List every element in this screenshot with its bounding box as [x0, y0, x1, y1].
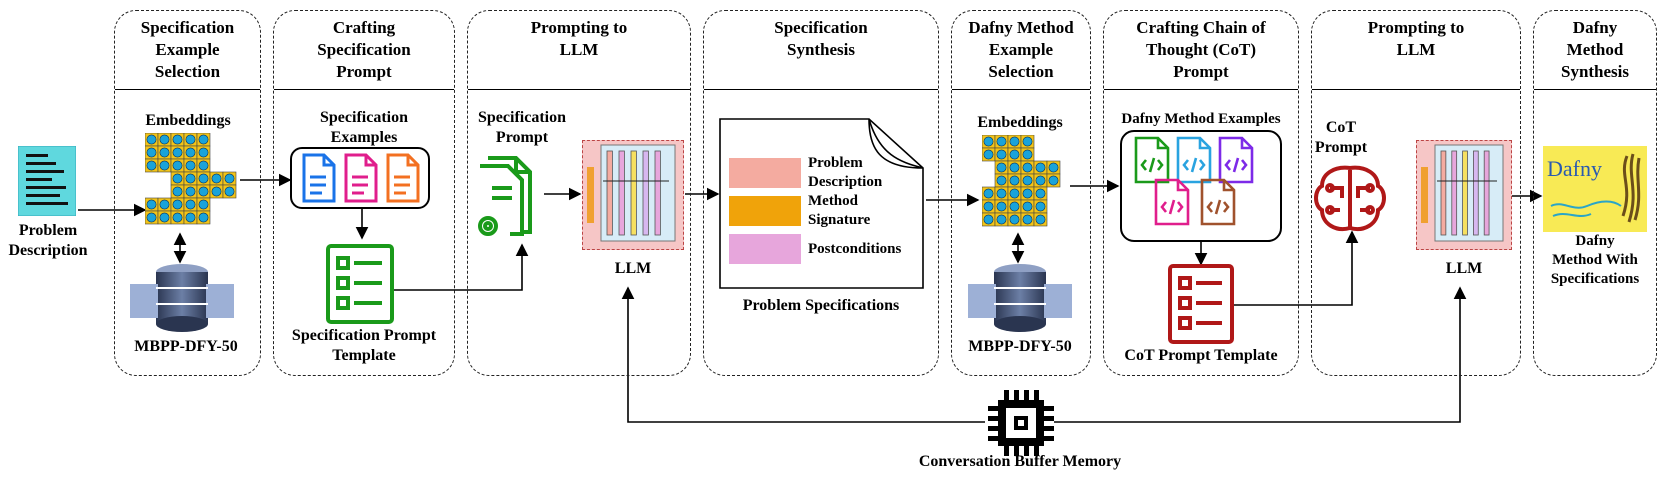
brain-circuit-icon [1312, 164, 1388, 239]
embeddings-label-2: Embeddings [977, 114, 1063, 131]
checklist-template-icon [326, 244, 394, 329]
dafny-logo-text: Dafny [1547, 156, 1602, 181]
database-icon [130, 262, 234, 337]
spec-examples-box [290, 147, 430, 209]
llm-label-2: LLM [1445, 260, 1483, 277]
spec-item-problem-swatch [729, 158, 801, 188]
dafny-examples-box [1120, 130, 1282, 242]
cot-template-icon [1168, 264, 1234, 349]
memory-chip-icon [988, 390, 1054, 461]
db-label: MBPP-DFY-50 [134, 338, 238, 355]
spec-item-signature-swatch [729, 196, 801, 226]
memory-label: Conversation Buffer Memory [918, 453, 1122, 470]
spec-item-post-swatch [729, 234, 801, 264]
llm-block-2 [1416, 140, 1512, 250]
cot-template-label: CoT Prompt Template [1124, 347, 1278, 364]
db-label-2: MBPP-DFY-50 [968, 338, 1072, 355]
problem-description-doc-icon [17, 145, 77, 221]
embeddings-grid-icon [144, 132, 245, 240]
embeddings-label: Embeddings [145, 112, 231, 129]
dafny-examples-label: Dafny Method Examples [1121, 111, 1281, 127]
llm-block-1 [582, 140, 684, 250]
dafny-logo: Dafny [1543, 146, 1647, 232]
prompt-gear-doc-icon [474, 152, 544, 247]
llm-label-1: LLM [614, 260, 652, 277]
problem-specs-caption: Problem Specifications [742, 297, 900, 314]
spec-item-post-label: Postconditions [808, 241, 902, 257]
database-icon-2 [968, 262, 1072, 337]
embeddings-grid-icon-2 [981, 134, 1082, 242]
